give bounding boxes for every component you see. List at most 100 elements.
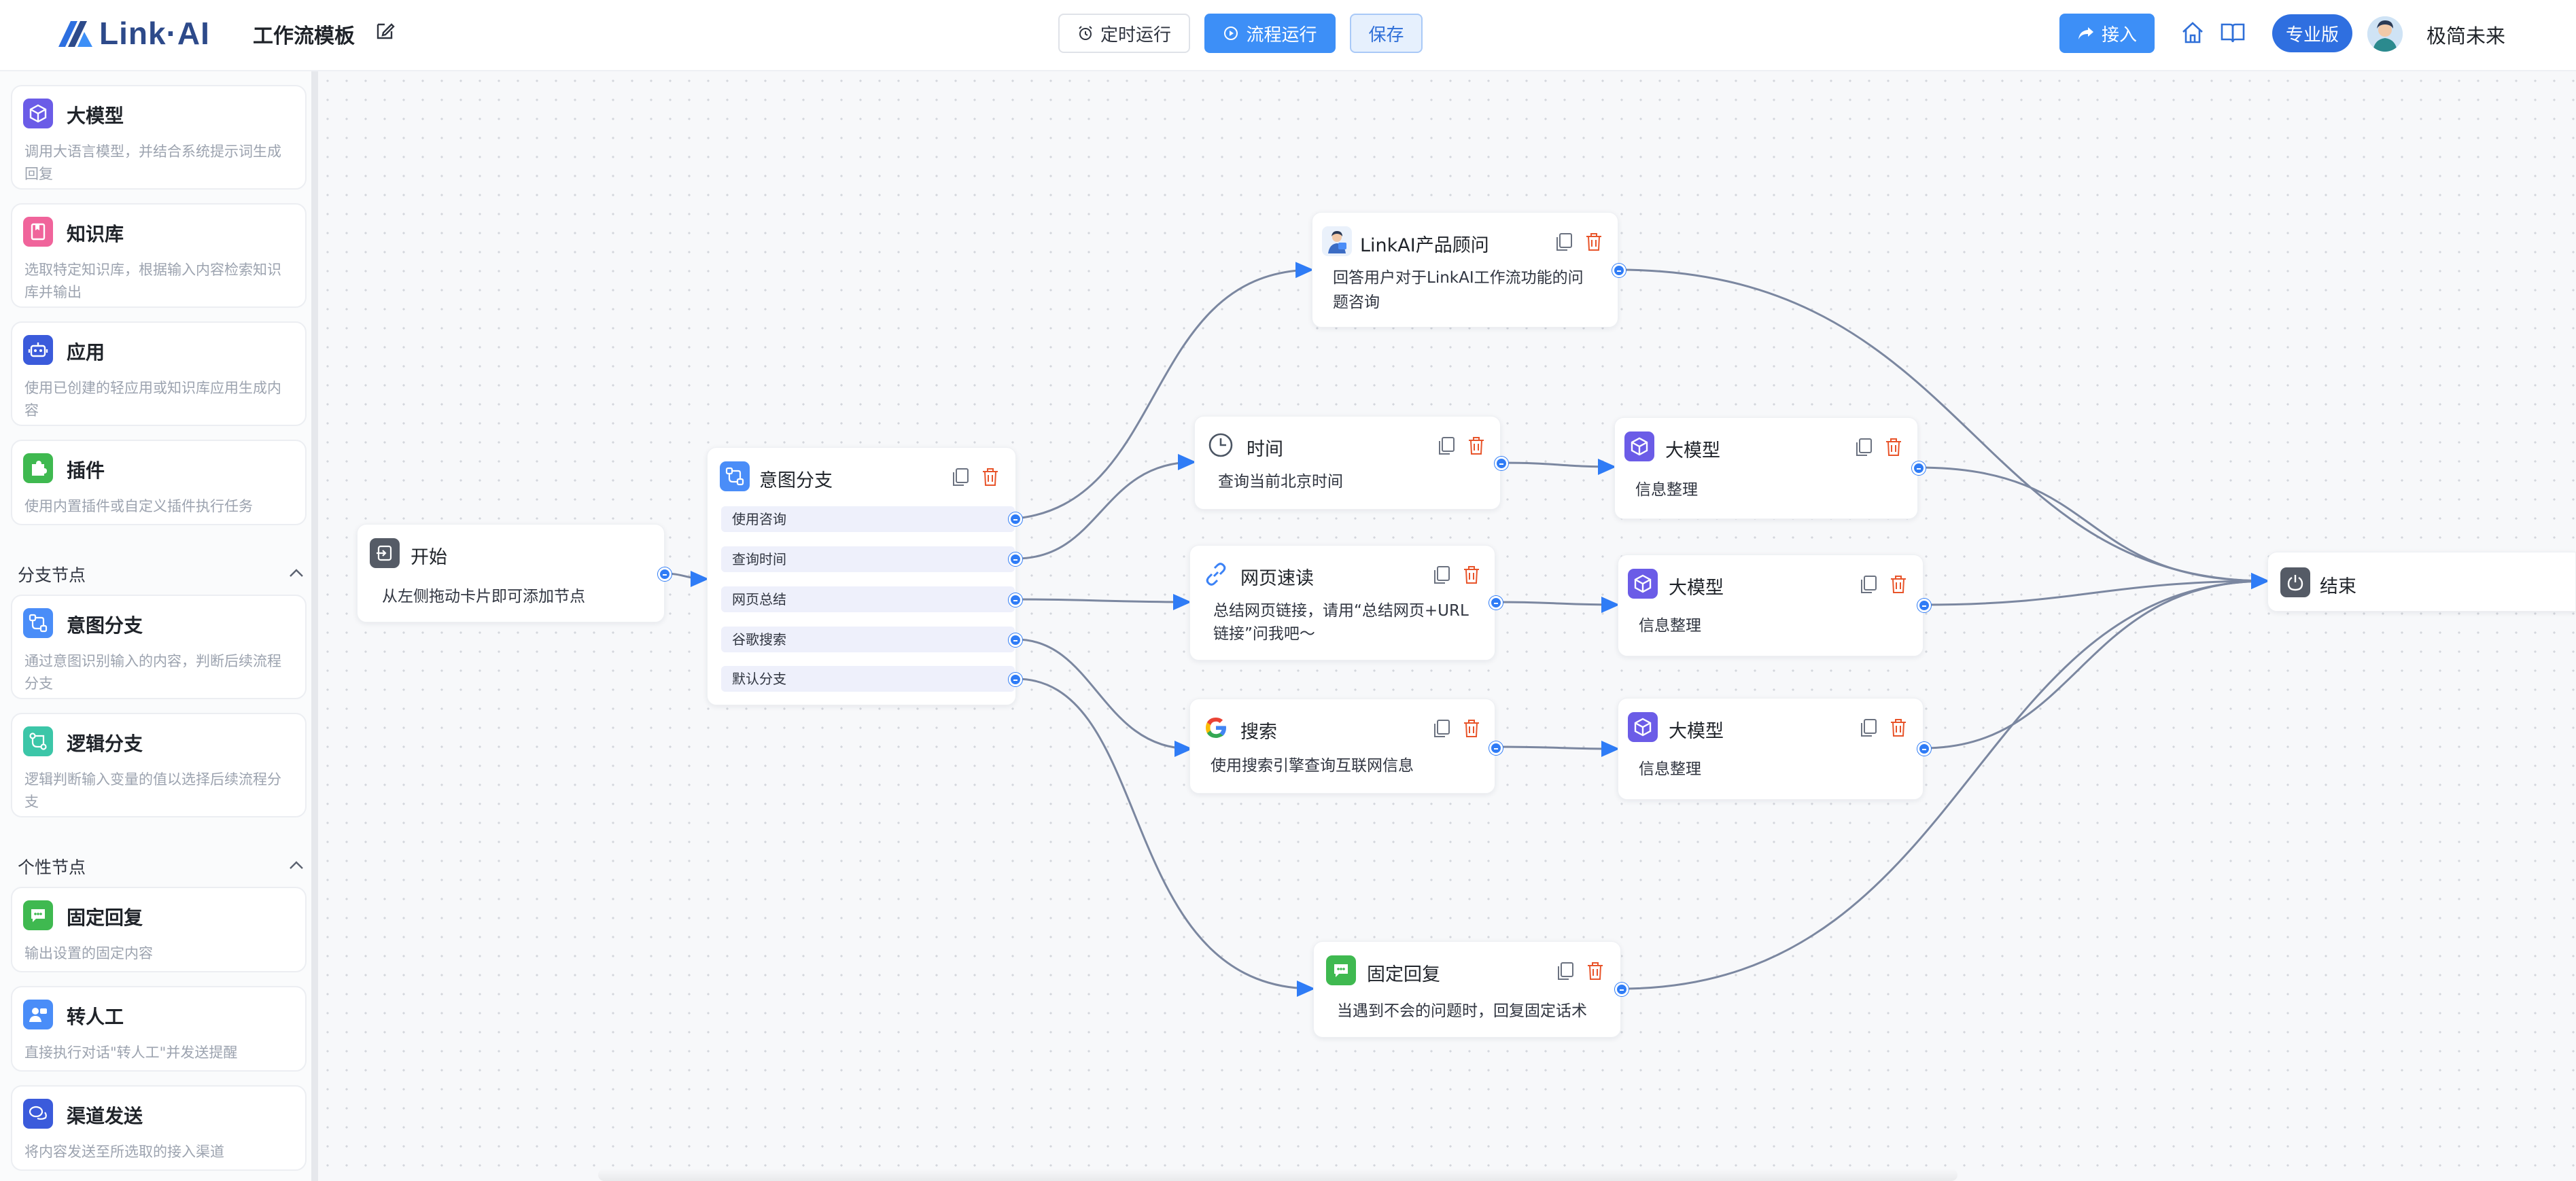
node-desc: 查询当前北京时间 xyxy=(1218,473,1343,491)
user-name: 极简未来 xyxy=(2426,24,2506,48)
output-port[interactable] xyxy=(1489,741,1503,755)
flow-run-button[interactable]: 流程运行 xyxy=(1204,14,1336,53)
output-port[interactable] xyxy=(1917,742,1931,756)
sidebar-item-knowledge-base[interactable]: 知识库 选取特定知识库，根据输入内容检索知识库并输出 xyxy=(11,203,307,308)
link-icon xyxy=(1201,559,1231,589)
copy-icon[interactable] xyxy=(1432,565,1451,585)
save-button[interactable]: 保存 xyxy=(1350,14,1423,53)
puzzle-icon xyxy=(23,453,53,483)
node-desc: 信息整理 xyxy=(1639,760,1701,778)
copy-icon[interactable] xyxy=(1554,232,1573,252)
share-arrow-icon xyxy=(2078,27,2093,39)
sidebar-item-llm[interactable]: 大模型 调用大语言模型，并结合系统提示词生成回复 xyxy=(11,85,307,190)
node-intent-branch[interactable]: 意图分支 使用咨询 查询时间 网页总结 谷歌搜索 默认分支 xyxy=(707,447,1022,705)
node-title: 大模型 xyxy=(1669,578,1724,599)
output-port[interactable] xyxy=(658,567,672,581)
node-title: 时间 xyxy=(1247,439,1283,460)
cube-icon xyxy=(1628,569,1658,599)
user-avatar-icon xyxy=(2367,16,2403,52)
robot-icon xyxy=(23,335,53,365)
play-circle-icon xyxy=(1224,27,1238,40)
node-llm-1[interactable]: 大模型 信息整理 xyxy=(1614,417,1926,519)
node-linkai-advisor[interactable]: LinkAI产品顾问 回答用户对于LinkAI工作流功能的问 题咨询 xyxy=(1312,212,1626,328)
node-title: 大模型 xyxy=(1669,721,1724,742)
node-title: 固定回复 xyxy=(1367,964,1440,985)
sidebar-item-app[interactable]: 应用 使用已创建的轻应用或知识库应用生成内容 xyxy=(11,321,307,426)
copy-icon[interactable] xyxy=(1556,961,1575,981)
copy-icon[interactable] xyxy=(1432,718,1451,739)
clock-icon xyxy=(1206,430,1236,460)
node-start[interactable]: 开始 从左侧拖动卡片即可添加节点 xyxy=(357,524,672,622)
output-port[interactable] xyxy=(1009,552,1022,566)
node-title: 大模型 xyxy=(1665,440,1720,461)
sidebar-item-intent-branch[interactable]: 意图分支 通过意图识别输入的内容，判断后续流程分支 xyxy=(11,595,307,699)
copy-icon[interactable] xyxy=(1854,437,1873,457)
delete-icon[interactable] xyxy=(1889,574,1908,595)
branch-icon xyxy=(720,461,750,491)
delete-icon[interactable] xyxy=(981,467,1000,487)
output-port[interactable] xyxy=(1009,633,1022,647)
node-search[interactable]: 搜索 使用搜索引擎查询互联网信息 xyxy=(1189,699,1503,794)
google-icon xyxy=(1201,713,1231,743)
home-icon[interactable] xyxy=(2180,20,2205,45)
delete-icon[interactable] xyxy=(1884,437,1903,457)
output-port[interactable] xyxy=(1912,461,1926,475)
output-port[interactable] xyxy=(1615,983,1629,996)
avatar[interactable] xyxy=(2367,16,2403,52)
node-end[interactable]: 结束 xyxy=(2267,552,2576,612)
delete-icon[interactable] xyxy=(1889,718,1908,738)
delete-icon[interactable] xyxy=(1586,961,1605,981)
advisor-avatar-icon xyxy=(1322,226,1352,256)
output-port[interactable] xyxy=(1489,596,1503,610)
sidebar-item-logic-branch[interactable]: 逻辑分支 逻辑判断输入变量的值以选择后续流程分支 xyxy=(11,713,307,817)
node-web-reader[interactable]: 网页速读 总结网页链接，请用“总结网页+URL 链接”问我吧～ xyxy=(1189,545,1503,660)
delete-icon[interactable] xyxy=(1462,565,1481,585)
output-port[interactable] xyxy=(1009,512,1022,526)
chevron-up-icon[interactable] xyxy=(288,860,304,870)
copy-icon[interactable] xyxy=(1859,718,1878,738)
logo-mark-icon xyxy=(58,21,92,47)
node-llm-3[interactable]: 大模型 信息整理 xyxy=(1618,698,1931,800)
logo[interactable]: Link·AI xyxy=(57,15,210,52)
cube-icon xyxy=(1624,431,1654,461)
cube-icon xyxy=(1628,712,1658,742)
message-icon xyxy=(23,900,53,930)
book-icon xyxy=(23,217,53,247)
output-port[interactable] xyxy=(1009,593,1022,607)
branch-icon xyxy=(23,608,53,638)
sidebar-item-plugin[interactable]: 插件 使用内置插件或自定义插件执行任务 xyxy=(11,440,307,525)
node-fixed-reply[interactable]: 固定回复 当遇到不会的问题时，回复固定话术 xyxy=(1313,941,1629,1038)
output-port[interactable] xyxy=(1917,599,1931,612)
node-desc-line: 题咨询 xyxy=(1333,294,1380,311)
edit-icon[interactable] xyxy=(375,20,396,41)
copy-icon[interactable] xyxy=(1437,436,1456,456)
sidebar-item-human-handoff[interactable]: 转人工 直接执行对话"转人工"并发送提醒 xyxy=(11,986,307,1072)
node-title: 意图分支 xyxy=(759,470,833,491)
node-title: 网页速读 xyxy=(1240,568,1314,589)
output-port[interactable] xyxy=(1495,457,1508,470)
delete-icon[interactable] xyxy=(1467,436,1486,456)
timer-run-button[interactable]: 定时运行 xyxy=(1058,14,1190,53)
agent-icon xyxy=(23,1000,53,1029)
node-time[interactable]: 时间 查询当前北京时间 xyxy=(1194,416,1508,510)
output-port[interactable] xyxy=(1009,673,1022,686)
node-desc: 当遇到不会的问题时，回复固定话术 xyxy=(1337,1002,1587,1020)
node-desc: 从左侧拖动卡片即可添加节点 xyxy=(382,588,585,605)
output-port[interactable] xyxy=(1612,264,1626,277)
chevron-up-icon[interactable] xyxy=(288,568,304,578)
copy-icon[interactable] xyxy=(1859,574,1878,595)
copy-icon[interactable] xyxy=(951,467,970,487)
node-title: LinkAI产品顾问 xyxy=(1360,235,1489,256)
pro-badge[interactable]: 专业版 xyxy=(2272,14,2352,52)
sidebar-item-fixed-reply[interactable]: 固定回复 输出设置的固定内容 xyxy=(11,887,307,972)
node-llm-2[interactable]: 大模型 信息整理 xyxy=(1618,554,1931,656)
enter-icon xyxy=(370,538,400,568)
delete-icon[interactable] xyxy=(1462,718,1481,739)
access-button[interactable]: 接入 xyxy=(2059,14,2155,53)
sidebar-item-channel-send[interactable]: 渠道发送 将内容发送至所选取的接入渠道 xyxy=(11,1085,307,1171)
cube-icon xyxy=(23,99,53,128)
docs-book-icon[interactable] xyxy=(2220,20,2246,45)
message-icon xyxy=(1326,955,1356,985)
delete-icon[interactable] xyxy=(1584,232,1603,252)
logic-branch-icon xyxy=(23,726,53,756)
